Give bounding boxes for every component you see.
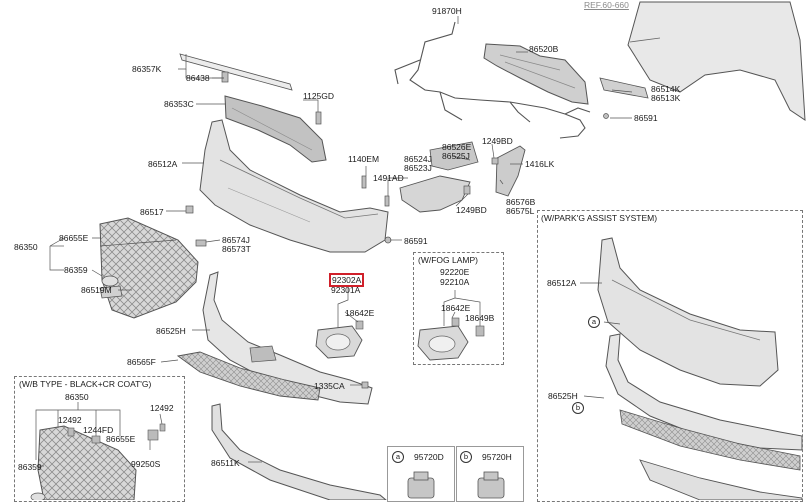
radiator-grille-part — [99, 217, 199, 319]
callout-a-key: a — [392, 451, 404, 463]
upper-retainer-part — [224, 95, 327, 163]
part-label[interactable]: 1125GD — [303, 91, 335, 101]
part-label[interactable]: 86525J — [442, 151, 470, 161]
fastener-parts — [185, 71, 609, 389]
callout-a-marker[interactable]: a — [588, 316, 600, 328]
part-label[interactable]: 86591 — [634, 113, 658, 123]
fog-lamp-section-title: (W/FOG LAMP) — [418, 255, 478, 265]
grille-garnish-part — [99, 285, 123, 299]
part-label[interactable]: 1491AD — [373, 173, 404, 183]
part-label[interactable]: 86524J — [404, 154, 432, 164]
part-label[interactable]: 86591 — [404, 236, 428, 246]
part-label[interactable]: 86513K — [651, 93, 681, 103]
fog-lamp-part — [315, 325, 363, 359]
part-label[interactable]: 86576B — [506, 197, 536, 207]
b-type-grille-part — [30, 402, 166, 500]
b-type-section — [14, 376, 185, 502]
part-label[interactable]: 92220E — [440, 267, 470, 277]
part-label[interactable]: 18642E — [441, 303, 471, 313]
part-label[interactable]: 1335CA — [314, 381, 345, 391]
reference-link[interactable]: REF.60-660 — [584, 0, 629, 10]
part-label[interactable]: 86350 — [14, 242, 38, 252]
part-label[interactable]: 86514K — [651, 84, 681, 94]
part-label[interactable]: 86512A — [148, 159, 178, 169]
highlighted-part-number[interactable]: 92302A — [329, 273, 365, 287]
callout-b-key: b — [460, 451, 472, 463]
part-label[interactable]: 86359 — [18, 462, 42, 472]
part-label[interactable]: 86574J — [222, 235, 250, 245]
part-label[interactable]: 86573T — [222, 244, 251, 254]
part-label[interactable]: 86575L — [506, 206, 535, 216]
fog-lamp-bulb-part — [355, 320, 364, 330]
energy-absorber-part — [483, 43, 589, 105]
part-label[interactable]: 86350 — [65, 392, 89, 402]
b-type-section-title: (W/B TYPE - BLACK+CR COAT'G) — [19, 379, 152, 389]
part-label[interactable]: 86655E — [106, 434, 136, 444]
part-label[interactable]: 1249BD — [482, 136, 513, 146]
part-label[interactable]: 86438 — [186, 73, 210, 83]
part-label[interactable]: 86517 — [140, 207, 164, 217]
fender-bracket-part — [599, 77, 649, 99]
part-label[interactable]: 12492 — [58, 415, 82, 425]
part-label[interactable]: 86359 — [64, 265, 88, 275]
side-bracket-part — [495, 145, 526, 197]
parking-assist-bumper-part — [580, 237, 803, 500]
part-label[interactable]: 12492 — [150, 403, 174, 413]
part-label[interactable]: 18649B — [465, 313, 495, 323]
part-label[interactable]: 92210A — [440, 277, 470, 287]
part-label[interactable]: 86511K — [211, 458, 240, 468]
part-label[interactable]: 92301A — [331, 285, 361, 295]
sensor-a-part-number[interactable]: 95720D — [414, 452, 444, 462]
part-label[interactable]: 86525H — [156, 326, 186, 336]
leader-lines — [49, 16, 633, 463]
parking-assist-section — [537, 210, 803, 502]
lower-lip-part — [211, 403, 387, 500]
fender-part — [627, 1, 806, 121]
callout-b-marker[interactable]: b — [572, 402, 584, 414]
part-label[interactable]: 86655E — [59, 233, 89, 243]
part-label[interactable]: 91870H — [432, 6, 462, 16]
part-label[interactable]: 1249BD — [456, 205, 487, 215]
part-label[interactable]: 86525H — [548, 391, 578, 401]
part-label[interactable]: 86526E — [442, 142, 472, 152]
part-label[interactable]: 18642E — [345, 308, 375, 318]
lower-grille-part — [176, 345, 321, 401]
part-label[interactable]: 86357K — [132, 64, 162, 74]
wiring-harness-part — [394, 21, 591, 139]
part-label[interactable]: 1416LK — [525, 159, 555, 169]
part-label[interactable]: 86353C — [164, 99, 194, 109]
part-label[interactable]: 86523J — [404, 163, 432, 173]
part-label[interactable]: 86512A — [547, 278, 577, 288]
part-label[interactable]: 1140EM — [348, 154, 380, 164]
lower-cover-part — [202, 271, 373, 405]
part-label[interactable]: 99250S — [131, 459, 161, 469]
sensor-parts — [407, 471, 505, 499]
side-trim-part — [399, 141, 479, 213]
part-label[interactable]: 86565F — [127, 357, 156, 367]
part-label[interactable]: 86519M — [81, 285, 112, 295]
emblem-part — [101, 275, 119, 287]
fog-lamp-section — [413, 252, 504, 365]
parking-assist-section-title: (W/PARK'G ASSIST SYSTEM) — [541, 213, 658, 223]
fog-lamp-detail-part — [417, 290, 485, 361]
part-label[interactable]: 1244FD — [83, 425, 114, 435]
upper-molding-part — [179, 53, 293, 91]
part-label[interactable]: 86520B — [529, 44, 559, 54]
sensor-b-part-number[interactable]: 95720H — [482, 452, 512, 462]
